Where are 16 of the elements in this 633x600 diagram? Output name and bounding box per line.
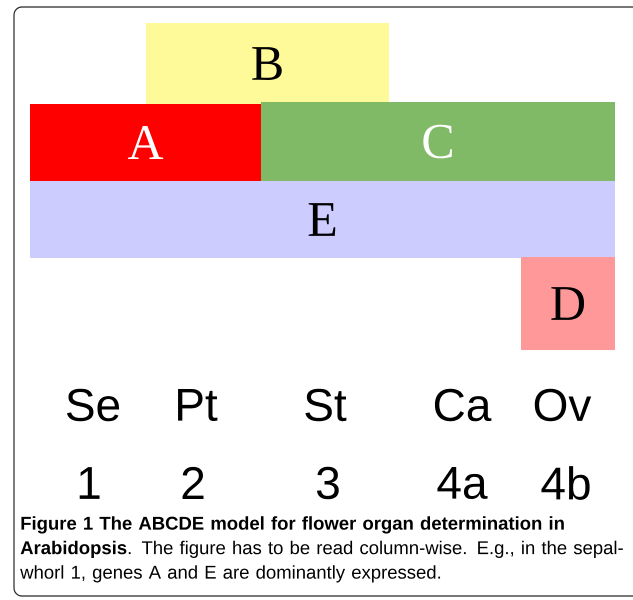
- organ-label: Ca: [434, 388, 492, 422]
- organ-label: Ov: [534, 388, 592, 422]
- whorl-number: 1: [80, 467, 100, 499]
- gene-box: E: [30, 181, 615, 258]
- gene-box: C: [261, 102, 615, 181]
- whorl-number: 4b: [541, 466, 590, 500]
- organ-label: St: [305, 388, 346, 422]
- gene-box: D: [521, 257, 615, 350]
- whorl-number: 2: [182, 466, 204, 500]
- organ-label: Se: [66, 388, 120, 422]
- organ-label: Pt: [178, 389, 218, 421]
- gene-box: B: [146, 23, 389, 104]
- whorl-number: 4a: [437, 466, 488, 500]
- whorl-number: 3: [316, 466, 339, 500]
- gene-box: A: [30, 104, 261, 181]
- figure-caption: Figure 1 The ABCDE model for flower organ determination in Arabidopsis. The figure has to be read column-wise. E.g., in the sepal-whorl 1, genes A and E are dominantly expressed.: [20, 516, 623, 582]
